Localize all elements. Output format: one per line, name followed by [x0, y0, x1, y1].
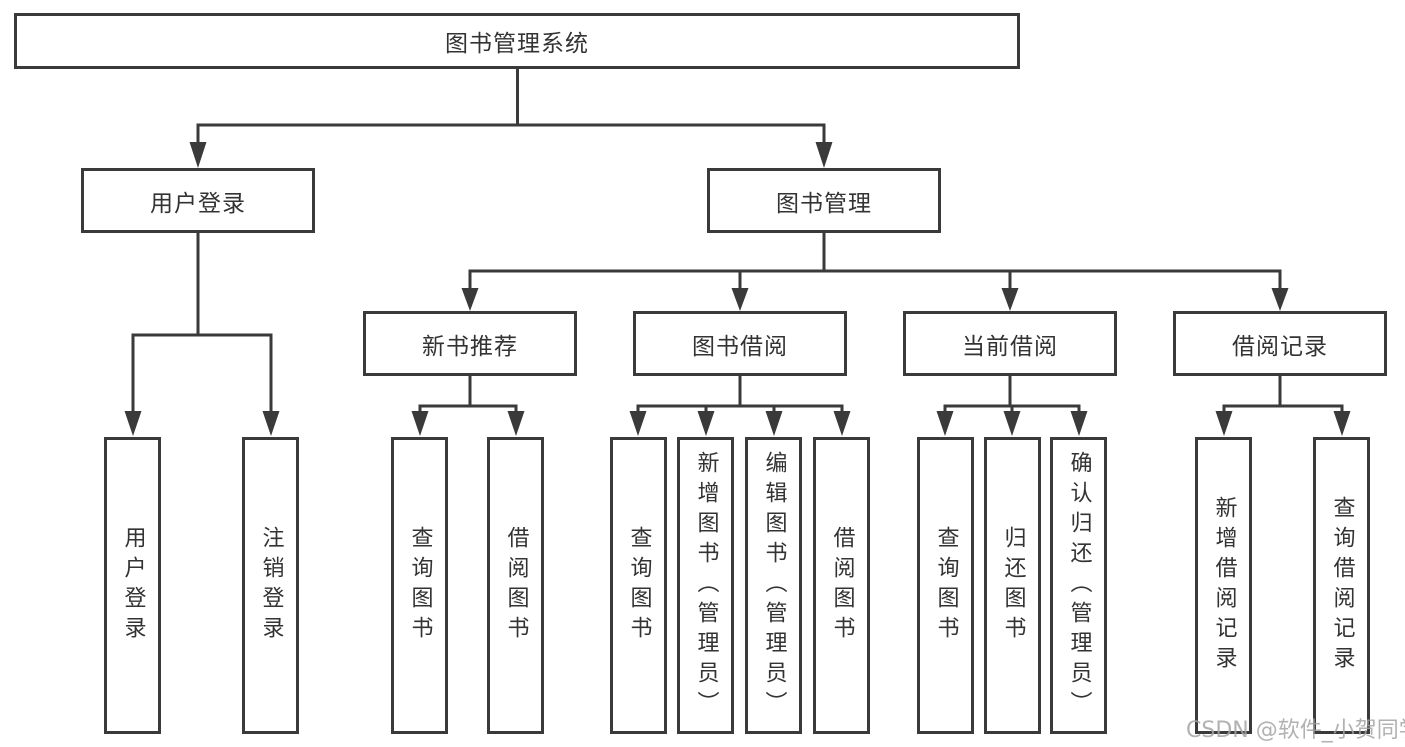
node-label: 借阅记录	[1232, 333, 1328, 360]
leaf-query-books-current: 查询图书	[917, 437, 974, 734]
node-label: 图书管理	[776, 190, 872, 217]
node-borrowing-records: 借阅记录	[1173, 311, 1387, 376]
leaf-borrow-books-borrowing: 借阅图书	[813, 437, 870, 734]
leaf-logout: 注销登录	[242, 437, 299, 734]
csdn-watermark: CSDN @软件_小贺同学	[1186, 718, 1405, 743]
node-label: 图书借阅	[692, 333, 788, 360]
node-user-login: 用户登录	[81, 168, 315, 233]
leaf-label: 确认归还（管理员）	[1066, 450, 1092, 721]
leaf-edit-book-admin: 编辑图书（管理员）	[745, 437, 802, 734]
node-new-book-recommend: 新书推荐	[363, 311, 577, 376]
leaf-confirm-return-admin: 确认归还（管理员）	[1050, 437, 1107, 734]
leaf-return-book: 归还图书	[984, 437, 1041, 734]
node-current-borrowing: 当前借阅	[903, 311, 1117, 376]
leaf-borrow-books-recommend: 借阅图书	[487, 437, 544, 734]
node-label: 当前借阅	[962, 333, 1058, 360]
leaf-label: 查询图书	[933, 525, 959, 646]
leaf-add-borrow-record: 新增借阅记录	[1195, 437, 1252, 734]
node-book-management: 图书管理	[707, 168, 941, 233]
node-book-borrowing: 图书借阅	[633, 311, 847, 376]
node-library-system: 图书管理系统	[14, 13, 1020, 69]
leaf-label: 查询图书	[407, 525, 433, 646]
leaf-user-login: 用户登录	[104, 437, 161, 734]
leaf-query-books-borrowing: 查询图书	[610, 437, 667, 734]
leaf-add-book-admin: 新增图书（管理员）	[677, 437, 734, 734]
leaf-label: 借阅图书	[829, 525, 855, 646]
leaf-query-books-recommend: 查询图书	[391, 437, 448, 734]
leaf-label: 查询图书	[626, 525, 652, 646]
leaf-label: 新增借阅记录	[1211, 495, 1237, 676]
leaf-label: 编辑图书（管理员）	[761, 450, 787, 721]
node-label: 用户登录	[150, 190, 246, 217]
leaf-label: 查询借阅记录	[1329, 495, 1355, 676]
leaf-label: 借阅图书	[503, 525, 529, 646]
leaf-query-borrow-record: 查询借阅记录	[1313, 437, 1370, 734]
leaf-label: 归还图书	[1000, 525, 1026, 646]
leaf-label: 注销登录	[258, 525, 284, 646]
node-label: 图书管理系统	[445, 31, 589, 57]
node-label: 新书推荐	[422, 333, 518, 360]
leaf-label: 新增图书（管理员）	[693, 450, 719, 721]
leaf-label: 用户登录	[120, 525, 146, 646]
